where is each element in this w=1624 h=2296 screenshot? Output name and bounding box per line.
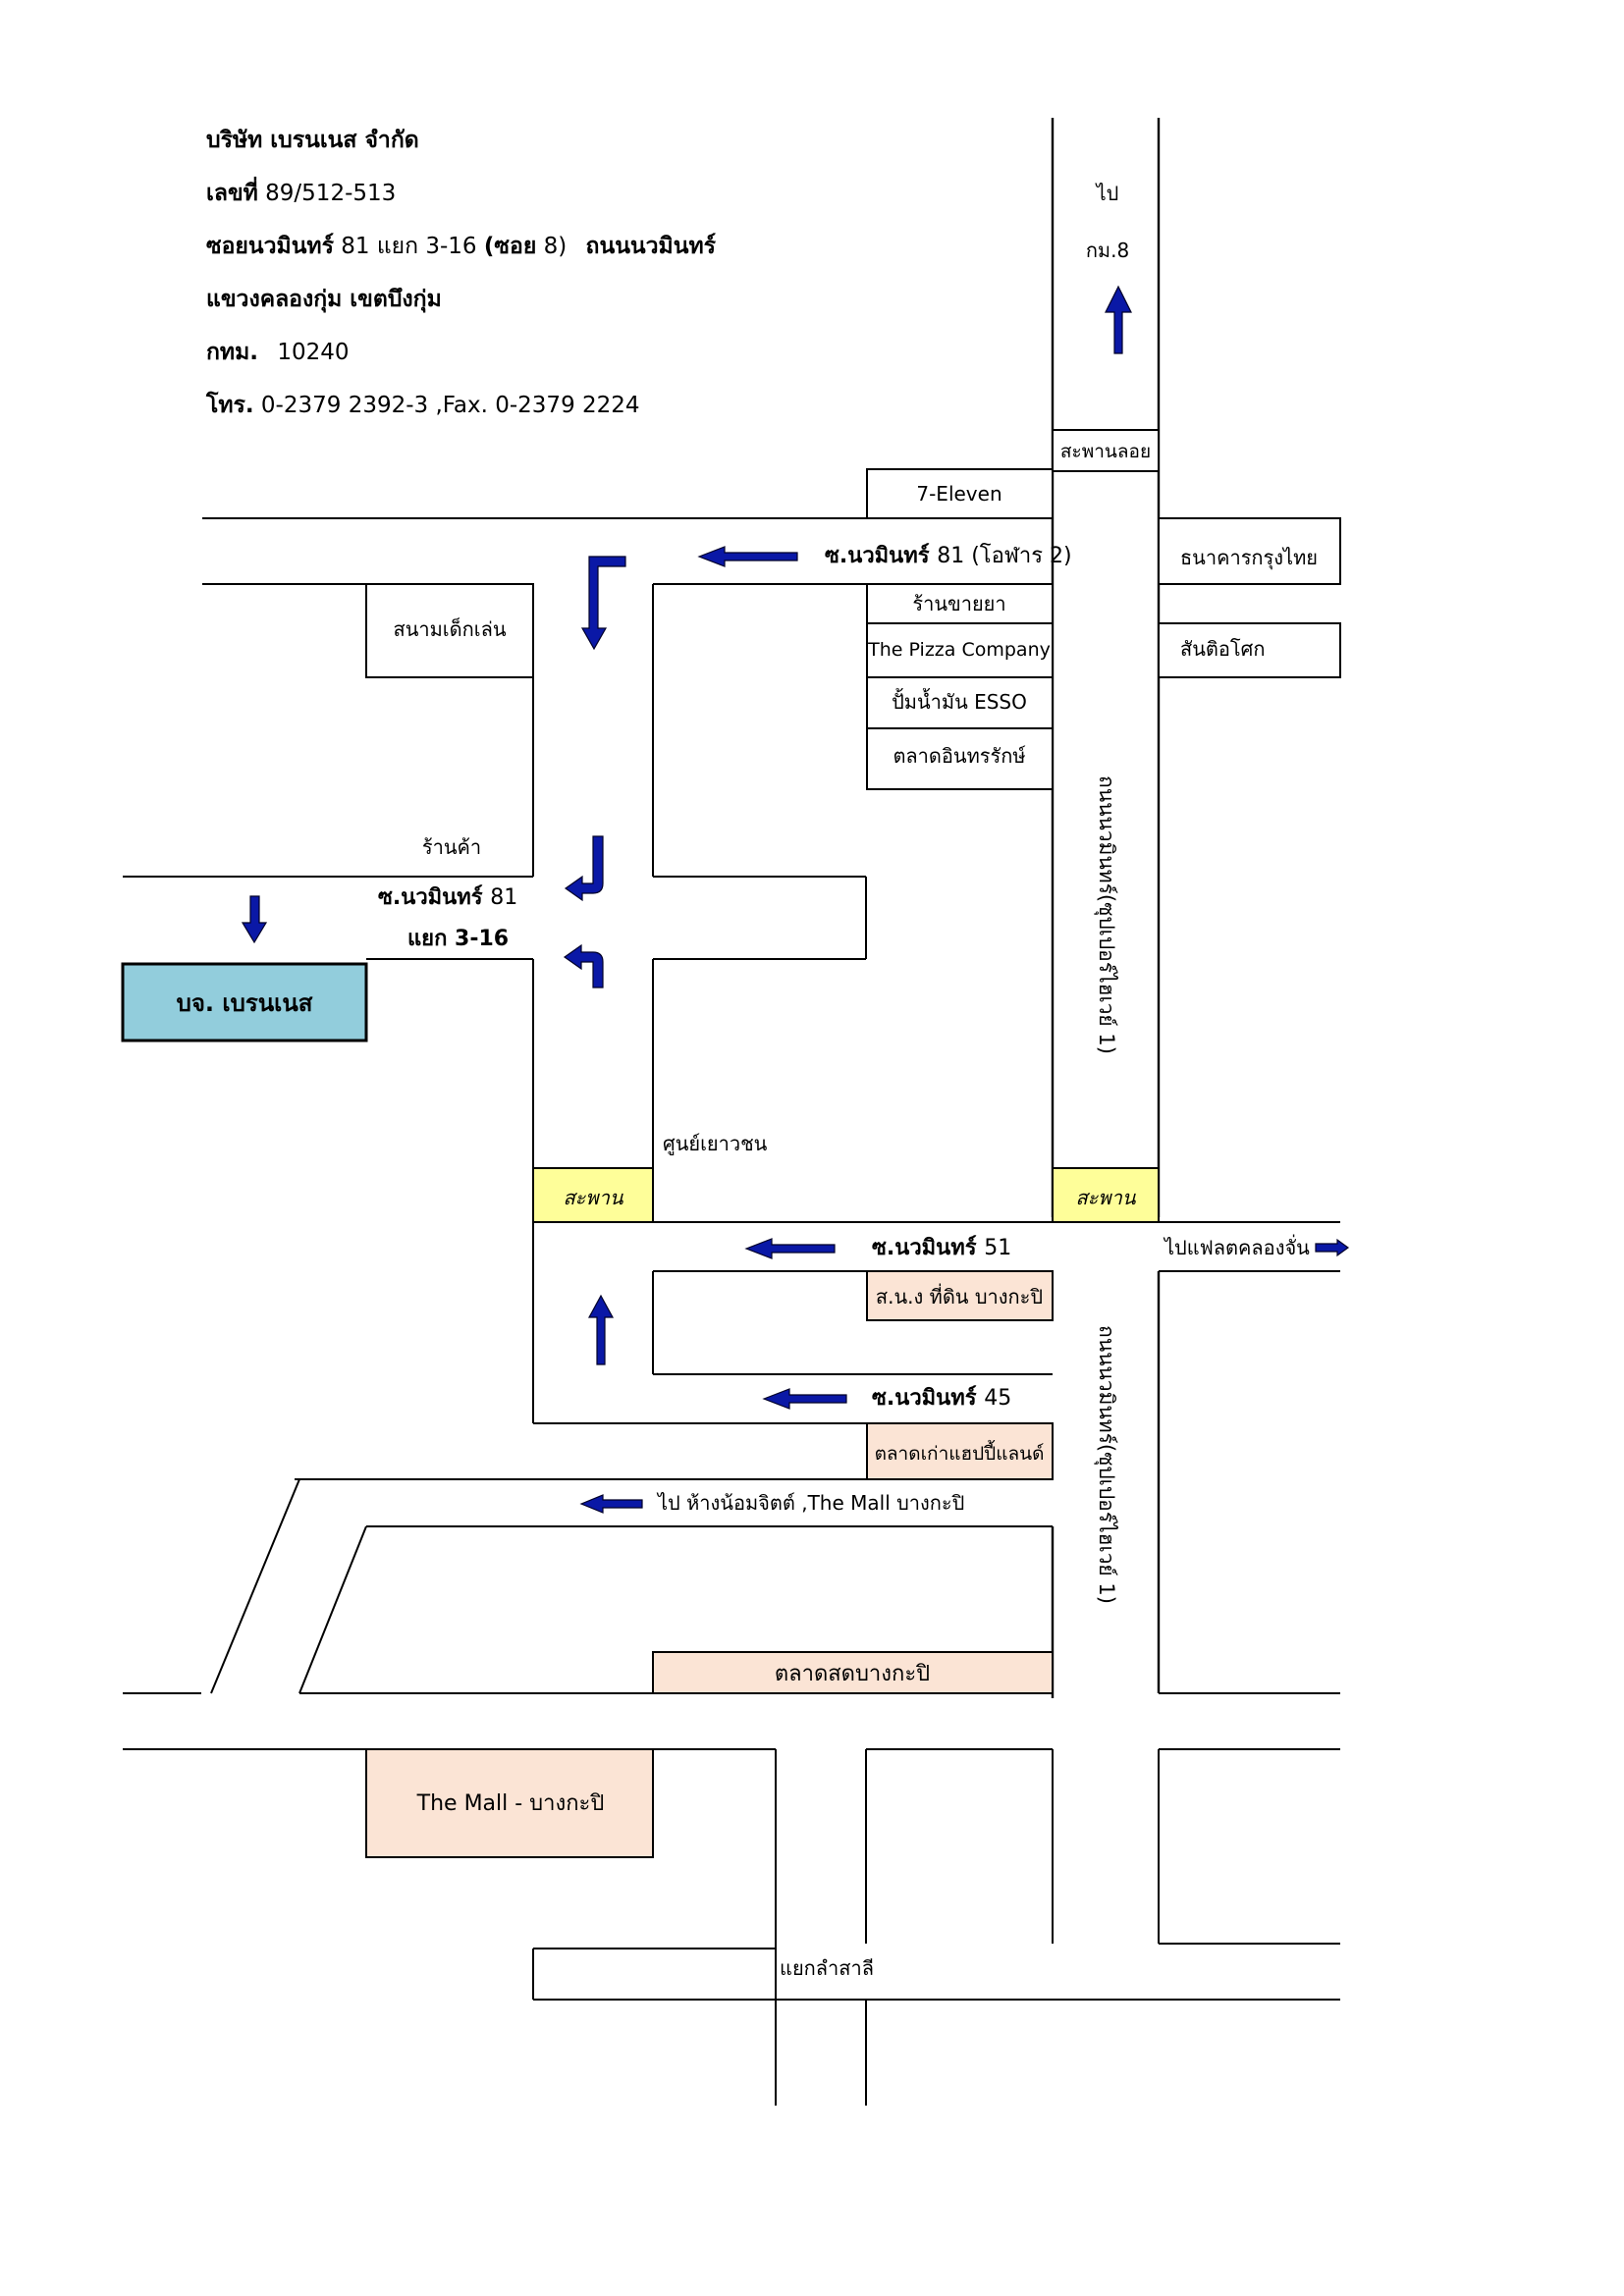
main-road-label-lower: ถนนนวมินทร์(ซุปเปอร์ไฮเวย์ 1) [1094, 1325, 1118, 1604]
soi81-junction-number: 81 [490, 885, 517, 910]
soi81-main-number: 81 (โอฬาร 2) [937, 543, 1071, 568]
map-labels: ไป กม.8 สะพานลอย 7-Eleven ซ.นวมินทร์ 81 … [177, 182, 1318, 1980]
santiasoke-box [1158, 622, 1341, 678]
soi51-name: ซ.นวมินทร์ [872, 1235, 977, 1260]
address-block: บริษัท เบรนเนส จำกัด เลขที่ 89/512-513 ซ… [206, 124, 952, 442]
pharmacy-box [866, 583, 1054, 624]
krungthai-box [1158, 517, 1341, 585]
landmark-boxes [121, 429, 1341, 1858]
playground-label: สนามเด็กเล่น [394, 616, 507, 641]
soi-paren-label: (ซอย [483, 234, 537, 259]
bridge-loy-label: สะพานลอย [1060, 441, 1151, 462]
arrow-up-icon [1105, 285, 1132, 354]
soi45-name: ซ.นวมินทร์ [872, 1385, 977, 1411]
pizza-box [866, 622, 1054, 678]
santiasoke-label: สันติอโศก [1180, 637, 1265, 661]
krungthai-label: ธนาคารกรุงไทย [1180, 546, 1318, 570]
junction-branch-label: แยก 3-16 [407, 927, 509, 951]
snng-land-label: ส.น.ง ที่ดิน บางกะปิ [876, 1283, 1043, 1308]
bridge-loy-box [1052, 429, 1160, 472]
arrow-down-icon [241, 895, 268, 944]
arrow-left-mall-icon [579, 1494, 643, 1514]
arrow-left-soi45-icon [762, 1388, 847, 1410]
district: แขวงคลองกุ่ม เขตบึงกุ่ม [206, 287, 442, 312]
company-box [121, 962, 368, 1042]
direction-arrows [241, 285, 1350, 1514]
km8-label: กม.8 [1086, 239, 1129, 262]
seven-eleven-box [866, 468, 1054, 519]
soi81-junction-name: ซ.นวมินทร์ [378, 884, 483, 910]
intharak-label: ตลาดอินทรรักษ์ [893, 744, 1026, 768]
playground-box [365, 583, 534, 678]
the-mall-label: The Mall - บางกะปิ [416, 1791, 605, 1816]
arrow-turn-down-icon [580, 556, 626, 651]
address-number-label: เลขที่ [206, 181, 258, 206]
contact-line: โทร. 0-2379 2392-3 ,Fax. 0-2379 2224 [206, 389, 952, 442]
shop-label: ร้านค้า [422, 835, 481, 859]
soi45-label: ซ.นวมินทร์ 45 [872, 1385, 1011, 1411]
esso-label: ปั้มน้ำมัน ESSO [892, 688, 1027, 714]
postcode: 10240 [277, 340, 350, 365]
company-short-label: บจ. เบรนเนส [177, 989, 313, 1017]
arrow-left-icon [697, 546, 798, 567]
diagonal-road-right [298, 1525, 367, 1694]
to-label: ไป [1095, 182, 1119, 205]
bridge-left-label: สะพาน [563, 1186, 623, 1209]
bridge-right-label: สะพาน [1075, 1186, 1136, 1209]
address-city-line: กทม. 10240 [206, 336, 952, 389]
address-district-line: แขวงคลองกุ่ม เขตบึงกุ่ม [206, 283, 952, 336]
diagonal-road-left [210, 1478, 300, 1694]
company-name: บริษัท เบรนเนส จำกัด [206, 128, 419, 153]
soi45-number: 45 [984, 1386, 1011, 1411]
arrow-right-icon [1315, 1238, 1350, 1257]
tel-value: 0-2379 2392-3 ,Fax. 0-2379 2224 [260, 393, 640, 418]
lamsali-label: แยกลำสาลี [780, 1956, 874, 1980]
happyland-market-label: ตลาดเก่าแฮปปี้แลนด์ [875, 1440, 1045, 1465]
bridge-box-left [532, 1167, 654, 1223]
address-soi-line: ซอยนวมินทร์ 81 แยก 3-16 (ซอย 8) ถนนนวมิน… [206, 230, 952, 283]
youth-center-label: ศูนย์เยาวชน [663, 1132, 768, 1156]
esso-box [866, 676, 1054, 729]
soi51-number: 51 [984, 1236, 1011, 1260]
snng-land-box [866, 1270, 1054, 1321]
city-label: กทม. [206, 340, 258, 365]
pizza-label: The Pizza Company [867, 639, 1051, 661]
tel-label: โทร. [206, 393, 254, 418]
soi-label: ซอยนวมินทร์ [206, 234, 334, 259]
fresh-market-label: ตลาดสดบางกะปิ [775, 1662, 930, 1686]
road-lines [123, 118, 1340, 2106]
arrow-left-soi51-icon [744, 1238, 836, 1259]
intharak-box [866, 727, 1054, 790]
to-flat-label: ไปแฟลตคลองจั่น [1163, 1234, 1310, 1259]
company-name-line: บริษัท เบรนเนส จำกัด [206, 124, 952, 177]
soi81-main-label: ซ.นวมินทร์ 81 (โอฬาร 2) [825, 543, 1072, 568]
soi81-main-name: ซ.นวมินทร์ [825, 543, 930, 568]
main-road-label-upper: ถนนนวมินทร์(ซุปเปอร์ไฮเวย์ 1) [1094, 775, 1118, 1054]
to-mall-label: ไป ห้างน้อมจิตต์ ,The Mall บางกะปิ [656, 1491, 964, 1515]
soi81-junction-label: ซ.นวมินทร์ 81 [378, 884, 517, 910]
soi51-label: ซ.นวมินทร์ 51 [872, 1235, 1011, 1260]
happyland-market-box [866, 1422, 1054, 1480]
seven-eleven-label: 7-Eleven [916, 482, 1001, 506]
address-number-value: 89/512-513 [265, 181, 397, 206]
address-number-line: เลขที่ 89/512-513 [206, 177, 952, 230]
bridge-box-right [1052, 1167, 1160, 1223]
arrow-up-soi51-icon [587, 1294, 615, 1365]
arrow-up-left-icon [563, 943, 604, 988]
fresh-market-box [652, 1651, 1054, 1694]
arrow-turn-left-icon [564, 835, 604, 902]
pharmacy-label: ร้านขายยา [912, 592, 1005, 615]
the-mall-box [365, 1748, 654, 1858]
soi-paren-value: 8) [543, 234, 568, 259]
soi-value: 81 แยก 3-16 [341, 234, 477, 259]
road-label: ถนนนวมินทร์ [585, 234, 716, 259]
